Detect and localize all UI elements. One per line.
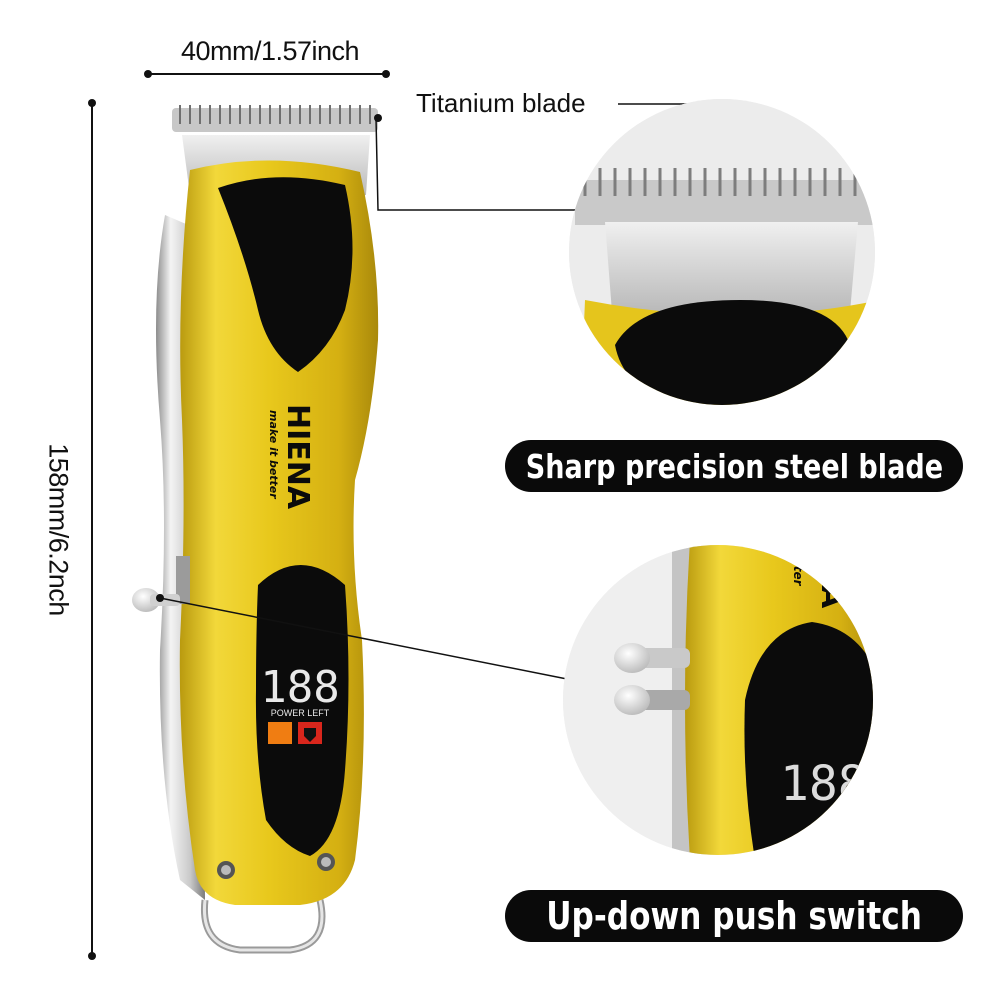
switch-zoom-circle: 188 A tter bbox=[563, 545, 873, 855]
upper-grip-panel bbox=[218, 177, 353, 372]
titanium-blade-label: Titanium blade bbox=[416, 88, 586, 118]
svg-text:tter: tter bbox=[791, 560, 805, 587]
feature-pill-switch: Up-down push switch bbox=[505, 890, 963, 942]
svg-text:188: 188 bbox=[780, 756, 867, 812]
brand-tagline: make it better bbox=[267, 410, 280, 499]
brand-logo: HIENA bbox=[280, 404, 315, 510]
blade-zoom-circle bbox=[569, 99, 875, 405]
switch-callout-line bbox=[159, 597, 573, 681]
feature-pill-blade: Sharp precision steel blade bbox=[505, 440, 963, 492]
lcd-power-label: POWER LEFT bbox=[271, 708, 330, 718]
display-panel bbox=[255, 565, 349, 856]
clipper-body bbox=[132, 105, 379, 954]
blade-callout-line bbox=[375, 117, 578, 211]
dimension-width-label: 40mm/1.57inch bbox=[180, 36, 360, 66]
width-dimension-line bbox=[144, 70, 390, 78]
zoom-brand-fragment: A bbox=[814, 585, 849, 609]
lcd-readout: 188 bbox=[260, 662, 339, 713]
height-dimension-line bbox=[88, 99, 96, 960]
lcd-icon-blade bbox=[268, 722, 292, 744]
